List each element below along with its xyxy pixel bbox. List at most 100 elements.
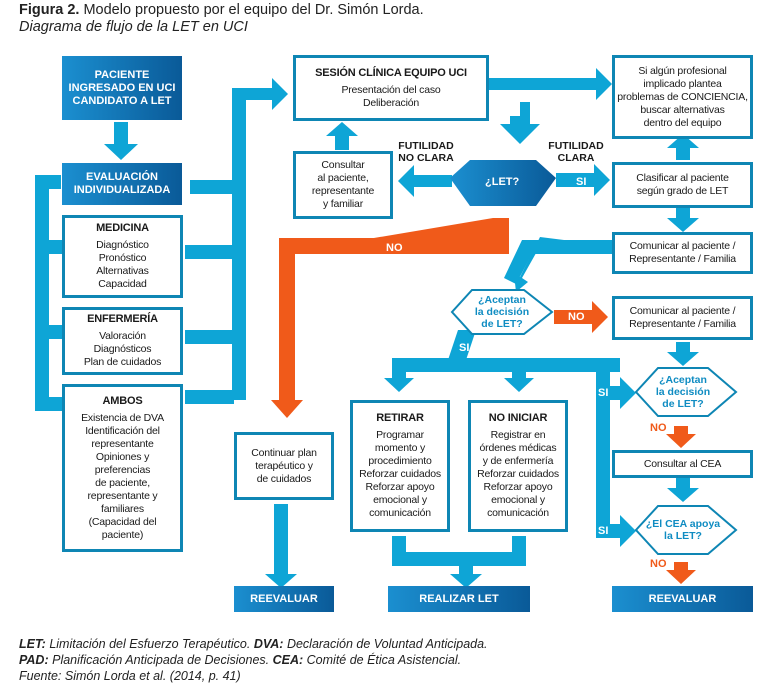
comunicar1-box: Comunicar al paciente /Representante / F… [612,232,753,274]
text-line: Deliberación [363,96,419,109]
text-line: órdenes médicas [479,442,557,454]
arrow-cea-apoya-no [666,562,696,584]
footer-line-1: LET: Limitación del Esfuerzo Terapéutico… [19,636,488,652]
text-line: Comunicar al paciente / [629,240,736,252]
text-line: emocional y [491,494,545,506]
text-line: Valoración [99,330,146,342]
text-line: terapéutico y [255,459,313,472]
cea-apoya-shape [634,505,738,555]
text-line: la LET? [664,530,702,542]
arrow-clasificar-to-comunicar1 [667,208,699,232]
enfermeria-title: ENFERMERÍA [87,313,158,325]
retirar-title: RETIRAR [376,412,424,424]
text-line: Opiniones y [95,450,150,463]
text-line: Comunicar al paciente / [629,305,736,317]
figure-label: Figura 2. [19,2,80,18]
text-line: buscar alternativas [640,103,725,116]
si-label-clara: SI [576,176,587,188]
text-line: la decisión [474,306,530,318]
text-line: preferencias [94,463,151,476]
text-line: representante [91,437,154,450]
text-line: Diagnóstico [96,239,149,251]
text-line: Identificación del [85,424,160,437]
text-line: comunicación [369,507,431,519]
abbreviation: DVA: [253,637,284,651]
text-line: Representante / Familia [629,318,736,330]
no-label-cea: NO [650,558,667,570]
definition: Planificación Anticipada de Decisiones. [48,653,273,667]
arrow-clasificar-to-conciencia [667,134,699,160]
text-line: paciente) [101,528,144,541]
no-label-aceptan1: NO [568,311,585,323]
text-line: (Capacidad del [88,515,157,528]
abbreviation: CEA: [272,653,304,667]
no-iniciar-title: NO INICIAR [488,412,548,424]
footer-line-3: Fuente: Simón Lorda et al. (2014, p. 41) [19,669,241,683]
figure-title: Modelo propuesto por el equipo del Dr. S… [83,2,424,18]
arrow-to-no-iniciar [504,372,534,392]
text-line: de paciente, [95,476,150,489]
definition: Comité de Ética Asistencial. [303,653,462,667]
reevaluar-right-node: REEVALUAR [612,586,753,612]
definition: Limitación del Esfuerzo Terapéutico. [45,637,254,651]
text-line: Continuar plan [251,446,317,459]
text-line: problemas de CONCIENCIA, [617,90,748,103]
text-line: familiares [101,502,144,515]
consultar-cea-text: Consultar al CEA [643,457,722,470]
comunicar1-lines: Comunicar al paciente /Representante / F… [629,240,736,266]
futilidad-no-clara-label: FUTILIDAD NO CLARA [398,140,454,164]
bar-evaluacion [190,180,234,194]
reevaluar-left-node: REEVALUAR [234,586,334,612]
let-decision-shape [450,160,556,206]
text-line: la decisión [655,386,711,398]
text-line: comunicación [487,507,549,519]
arrow-aceptan1-no [554,301,608,333]
arrow-let-to-clasificar [556,164,610,196]
text-line: Programar [376,429,424,441]
text-line: Representante / Familia [629,253,736,265]
aceptan1-shape [450,289,554,335]
futilidad-no-clara-l2: NO CLARA [398,152,454,164]
si-label-cea: SI [598,525,609,537]
text-line: procedimiento [368,455,432,467]
text-line: ¿El CEA apoya [645,518,721,530]
realizar-let-node: REALIZAR LET [388,586,530,612]
futilidad-clara-l2: CLARA [557,152,595,164]
arrow-to-retirar [384,372,414,392]
text-line: de LET? [481,318,523,330]
text-line: representante [311,185,375,197]
arrow-aceptan1-si [448,330,476,360]
reevaluar-right-text: REEVALUAR [648,592,717,605]
realizar-let-text: REALIZAR LET [419,592,499,605]
text-line: y familiar [322,198,363,210]
arrow-start-to-evaluacion [104,122,138,160]
definition: Declaración de Voluntad Anticipada. [283,637,488,651]
text-line: al paciente, [317,172,369,184]
text-line: Registrar en [490,429,546,441]
no-label-let: NO [386,242,403,254]
evaluacion-node: EVALUACIÓN INDIVIDUALIZADA [62,163,182,205]
text-line: dentro del equipo [643,116,722,129]
footer-line-2: PAD: Planificación Anticipada de Decisio… [19,652,488,668]
text-line: de cuidados [256,472,312,485]
text-line: Si algún profesional [638,64,727,77]
arrow-continuar-to-reevaluar [265,504,297,588]
text-line: emocional y [373,494,427,506]
evaluacion-node-text: EVALUACIÓN INDIVIDUALIZADA [73,171,171,196]
text-line: Capacidad [98,278,147,290]
arrow-cea-to-apoya [667,478,699,502]
